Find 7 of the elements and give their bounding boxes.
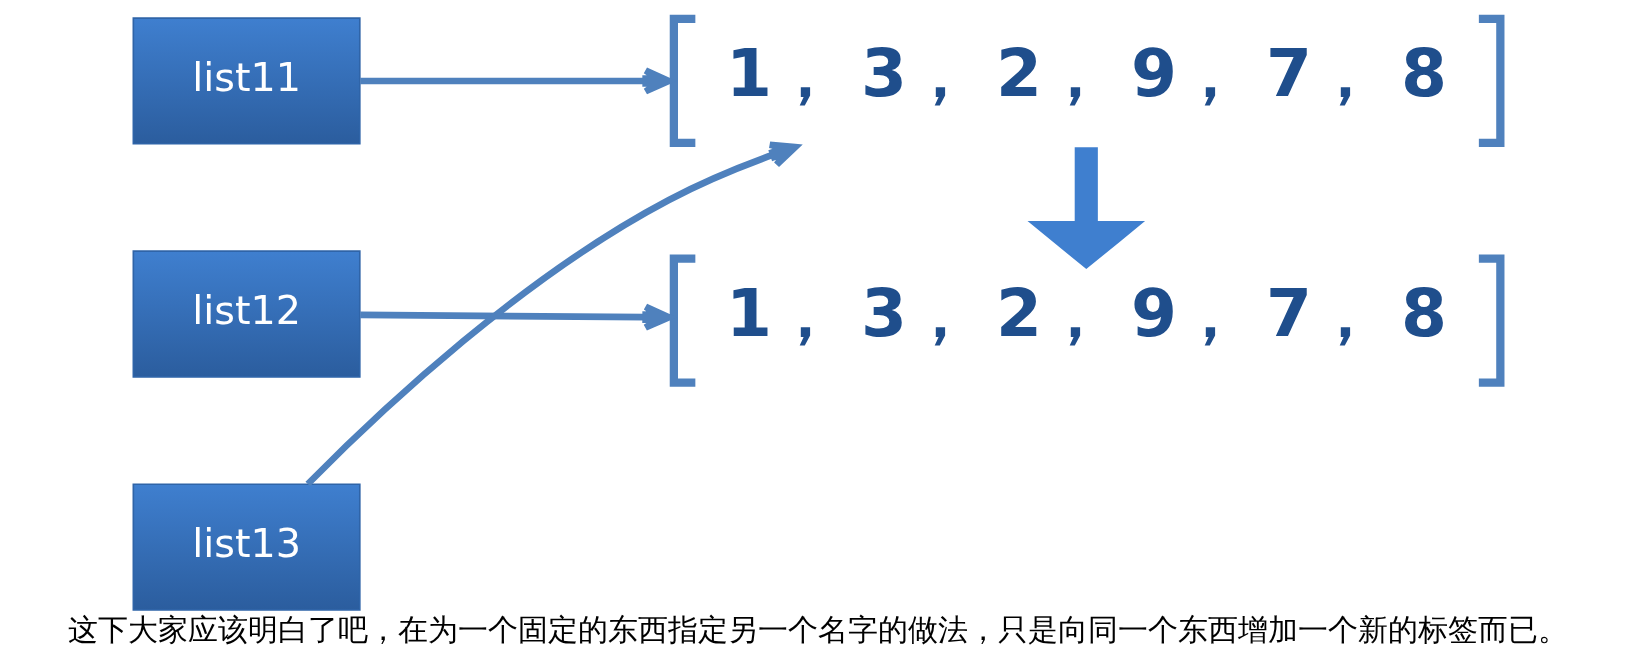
arrow [1027,147,1145,270]
node-text: 1， 3， 2， 9， 7， 8 [725,34,1447,112]
node-box: list13 [132,483,361,611]
caption: 这下大家应该明白了吧，在为一个固定的东西指定另一个名字的做法，只是向同一个东西增加一个新的标签而已。 [68,612,1568,648]
node-box: list12 [132,250,361,378]
node-box: list11 [132,17,361,145]
node-text: 1， 3， 2， 9， 7， 8 [725,274,1447,352]
